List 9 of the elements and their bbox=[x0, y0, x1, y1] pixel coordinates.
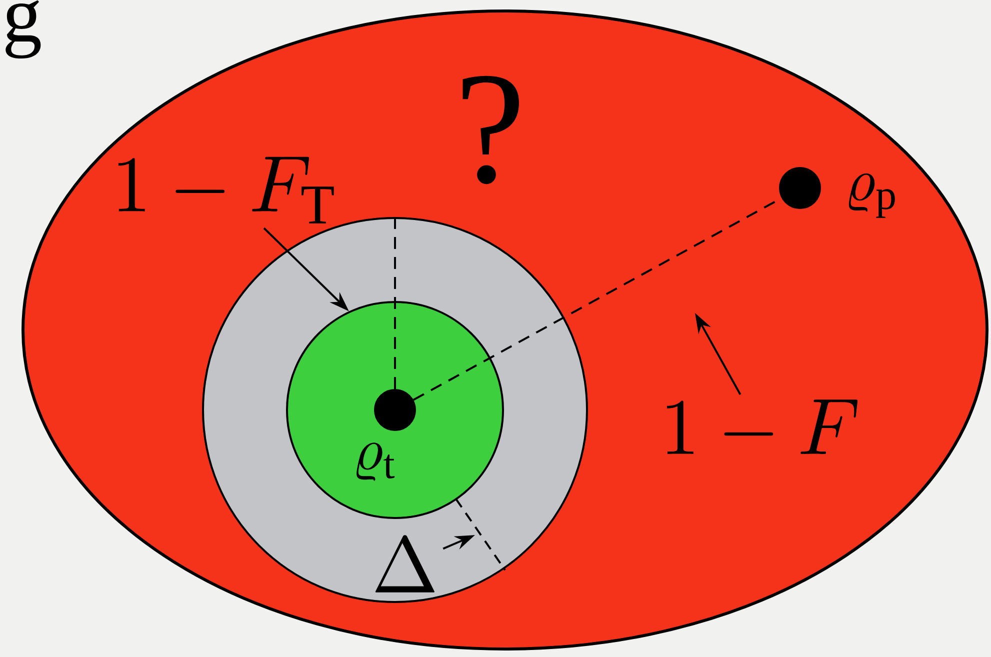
formula-label: $\Delta$ bbox=[375, 535, 434, 592]
panel-letter: g bbox=[6, 0, 41, 59]
formula-label: $1-F_{\mathrm{T}}$ bbox=[118, 156, 334, 224]
dashed-line bbox=[394, 217, 396, 389]
point-label: $\varrho_{\mathrm{t}}$ bbox=[356, 442, 395, 481]
point-label: $\varrho_{\mathrm{p}}$ bbox=[848, 173, 895, 218]
disk bbox=[286, 301, 504, 519]
formula-label: $1-F$ bbox=[666, 400, 858, 454]
question-mark: ? bbox=[462, 76, 519, 184]
